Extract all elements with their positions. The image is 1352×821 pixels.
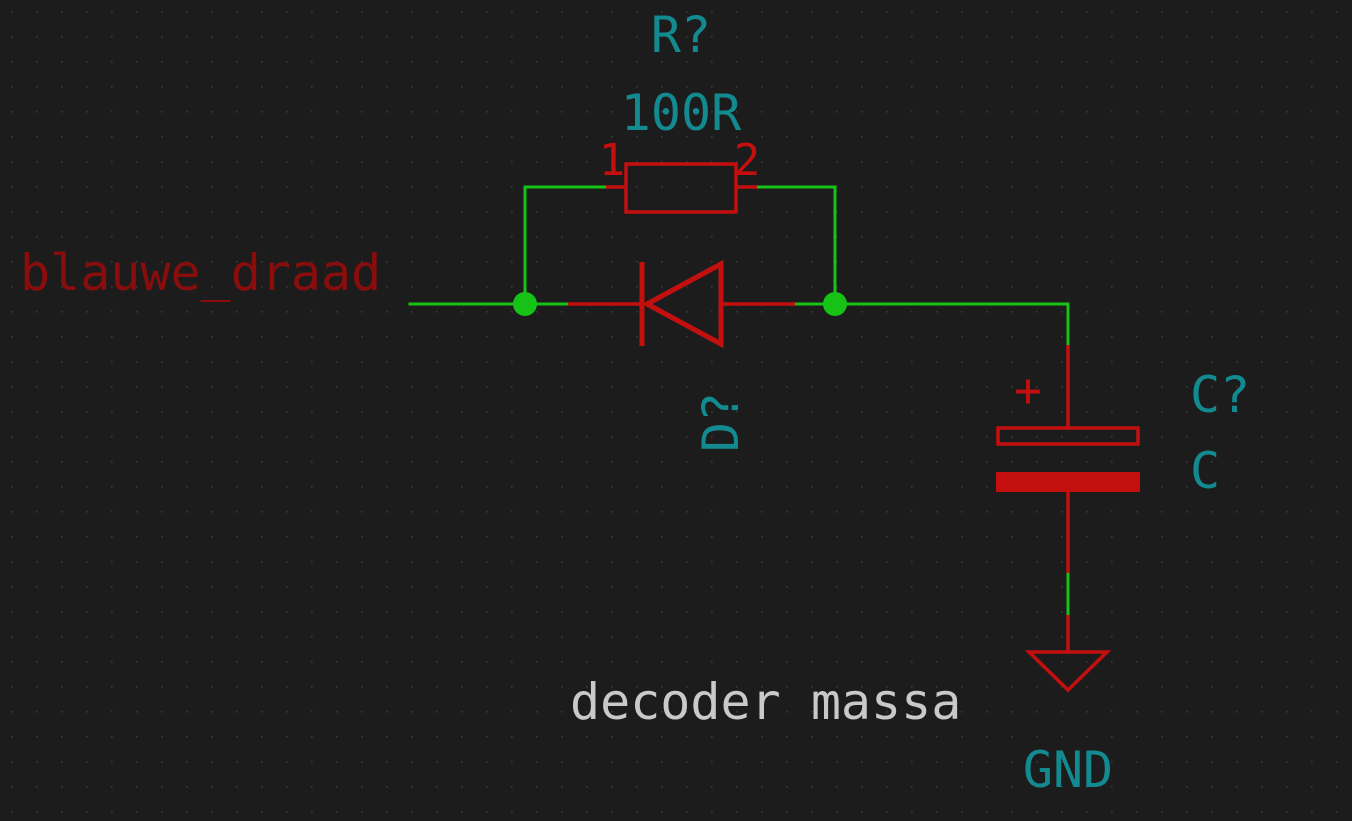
capacitor-value[interactable]: C	[1190, 442, 1220, 500]
capacitor-reference[interactable]: C?	[1190, 366, 1250, 424]
junction-right[interactable]	[823, 292, 847, 316]
resistor-pin1-label: 1	[599, 135, 626, 186]
resistor-reference[interactable]: R?	[651, 6, 711, 64]
diode-symbol[interactable]	[568, 259, 795, 349]
comment-text[interactable]: decoder massa	[570, 673, 961, 731]
ground-icon[interactable]	[1024, 615, 1112, 693]
ground-label[interactable]: GND	[1023, 741, 1113, 799]
capacitor-symbol[interactable]	[996, 345, 1140, 573]
capacitor-polarity-mark: +	[1014, 363, 1042, 417]
capacitor-plate-negative	[996, 472, 1140, 492]
junction-left[interactable]	[513, 292, 537, 316]
diode-reference[interactable]: D?	[692, 392, 750, 452]
resistor-value[interactable]: 100R	[621, 84, 742, 142]
ground-triangle	[1024, 650, 1112, 693]
net-label[interactable]: blauwe_draad	[20, 244, 381, 302]
capacitor-plate-positive	[996, 426, 1140, 446]
resistor-symbol[interactable]	[606, 162, 757, 214]
resistor-pin2-label: 2	[734, 135, 761, 186]
